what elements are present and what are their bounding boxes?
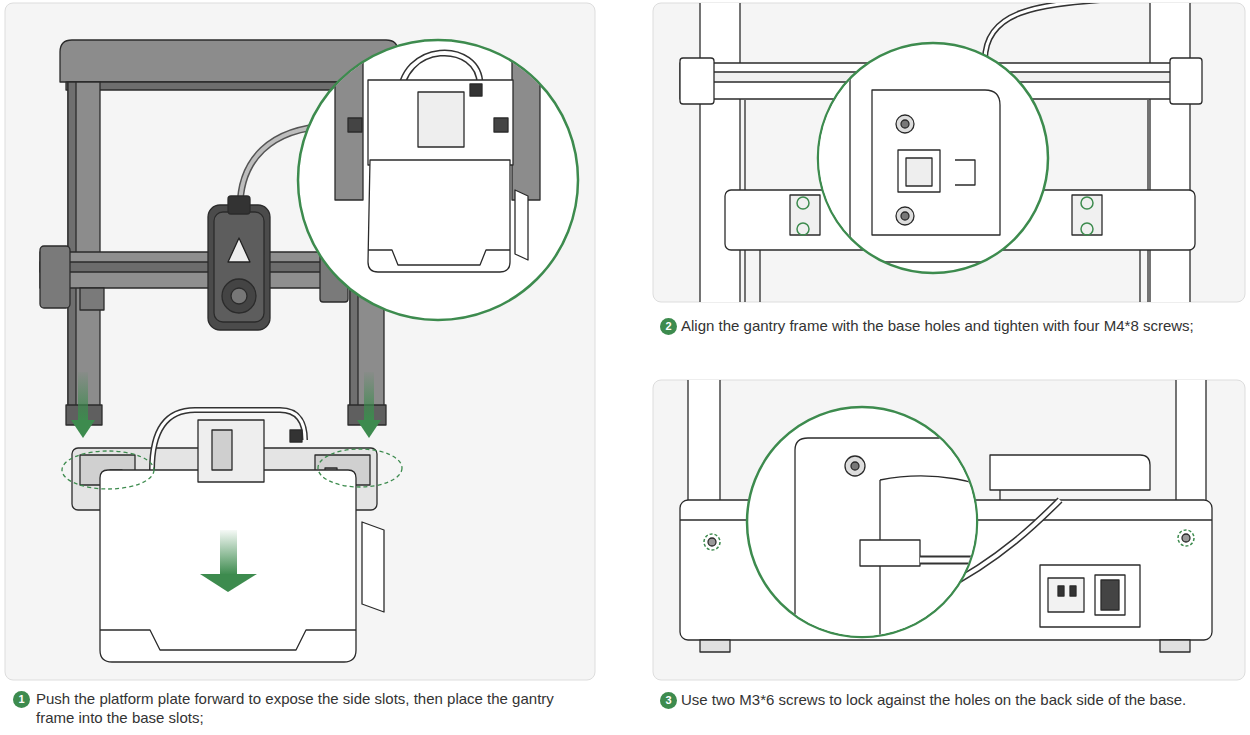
printer-exploded-view <box>71 420 95 438</box>
printer-exploded-view <box>198 420 264 482</box>
base-back-view <box>680 380 1212 652</box>
printer-exploded-view <box>368 160 510 272</box>
gantry-screw-view <box>1072 195 1102 235</box>
printer-exploded-view <box>62 451 154 489</box>
base-back-view <box>920 558 1010 563</box>
printer-exploded-view <box>335 40 540 272</box>
gantry-screw-view <box>896 115 914 133</box>
printer-exploded-view <box>512 40 540 200</box>
step-number: 2 <box>660 318 677 335</box>
gantry-screw-view <box>1081 223 1093 235</box>
base-back-view <box>1048 578 1084 612</box>
panel-background <box>5 3 1245 680</box>
gantry-screw-view <box>680 3 1202 302</box>
base-back-view <box>1182 534 1190 542</box>
gantry-screw-view <box>898 150 940 192</box>
printer-exploded-view <box>290 430 302 442</box>
printer-exploded-view <box>80 288 104 310</box>
gantry-screw-view <box>810 40 850 280</box>
gantry-screw-view <box>901 212 909 220</box>
printer-exploded-view <box>418 92 464 147</box>
gantry-screw-view <box>955 160 975 185</box>
printer-exploded-view <box>220 530 237 575</box>
printer-exploded-view <box>152 410 305 470</box>
printer-exploded-view <box>231 288 247 304</box>
printer-exploded-view <box>40 246 70 308</box>
gantry-screw-view <box>790 195 820 235</box>
gantry-screw-view <box>906 158 932 186</box>
gantry-screw-view <box>896 207 914 225</box>
printer-exploded-view <box>40 40 578 662</box>
gantry-screw-view <box>872 90 1000 235</box>
gantry-screw-view <box>830 235 1050 262</box>
printer-exploded-view <box>368 250 510 265</box>
printer-exploded-view <box>470 84 482 96</box>
printer-exploded-view <box>100 630 356 650</box>
printer-exploded-view <box>318 449 402 487</box>
gantry-screw-view <box>985 3 1100 60</box>
printer-exploded-view <box>368 80 513 165</box>
base-back-view <box>860 540 920 566</box>
base-back-view <box>851 462 859 470</box>
printer-exploded-view <box>362 522 384 612</box>
gantry-screw-view <box>797 223 809 235</box>
printer-exploded-view <box>335 40 363 200</box>
step-caption: Push the platform plate forward to expos… <box>36 689 596 727</box>
gantry-screw-view <box>1170 58 1202 104</box>
gantry-screw-view <box>810 40 1050 280</box>
printer-exploded-view <box>364 372 374 422</box>
base-back-view <box>1101 580 1119 610</box>
step-caption: Align the gantry frame with the base hol… <box>681 316 1221 335</box>
gantry-screw-view <box>901 120 909 128</box>
gantry-screw-view <box>985 3 1100 60</box>
printer-exploded-view <box>152 410 305 470</box>
printer-exploded-view <box>515 190 528 260</box>
printer-exploded-view <box>208 205 270 330</box>
base-back-view <box>795 438 1000 640</box>
printer-exploded-view <box>228 196 250 214</box>
base-back-view <box>880 476 1000 500</box>
printer-exploded-view <box>222 279 256 313</box>
base-back-view <box>708 538 716 546</box>
base-back-view <box>795 438 1010 640</box>
printer-exploded-view <box>494 118 508 132</box>
printer-exploded-view <box>348 118 362 132</box>
base-back-view <box>1160 640 1190 652</box>
printer-exploded-view <box>212 430 232 470</box>
printer-exploded-view <box>100 470 356 662</box>
base-back-view <box>1058 586 1064 596</box>
base-back-view <box>704 534 720 550</box>
base-back-view <box>1178 530 1194 546</box>
gantry-screw-view <box>700 3 740 302</box>
gantry-screw-view <box>680 58 714 104</box>
base-back-view <box>1070 586 1076 596</box>
printer-exploded-view <box>298 40 578 320</box>
step-caption: Use two M3*6 screws to lock against the … <box>681 690 1246 709</box>
printer-exploded-view <box>200 574 257 592</box>
printer-exploded-view <box>357 420 381 438</box>
base-back-view <box>1095 575 1125 615</box>
gantry-screw-view <box>1150 3 1190 302</box>
base-back-view <box>990 455 1150 490</box>
printer-exploded-view <box>78 372 88 422</box>
gantry-screw-view <box>797 197 809 209</box>
panel-background <box>5 3 595 680</box>
step-number: 1 <box>13 691 30 708</box>
base-back-view <box>700 640 730 652</box>
printer-exploded-view <box>214 212 264 322</box>
gantry-screw-view <box>818 43 1048 273</box>
gantry-screw-view <box>1081 197 1093 209</box>
printer-exploded-view <box>228 238 250 262</box>
base-back-view <box>1040 565 1140 627</box>
step-number: 3 <box>660 692 677 709</box>
base-back-view <box>920 556 1010 565</box>
base-back-view <box>1176 380 1206 503</box>
base-back-view <box>845 456 865 476</box>
base-back-view <box>688 380 720 503</box>
panel-background <box>653 380 1245 680</box>
